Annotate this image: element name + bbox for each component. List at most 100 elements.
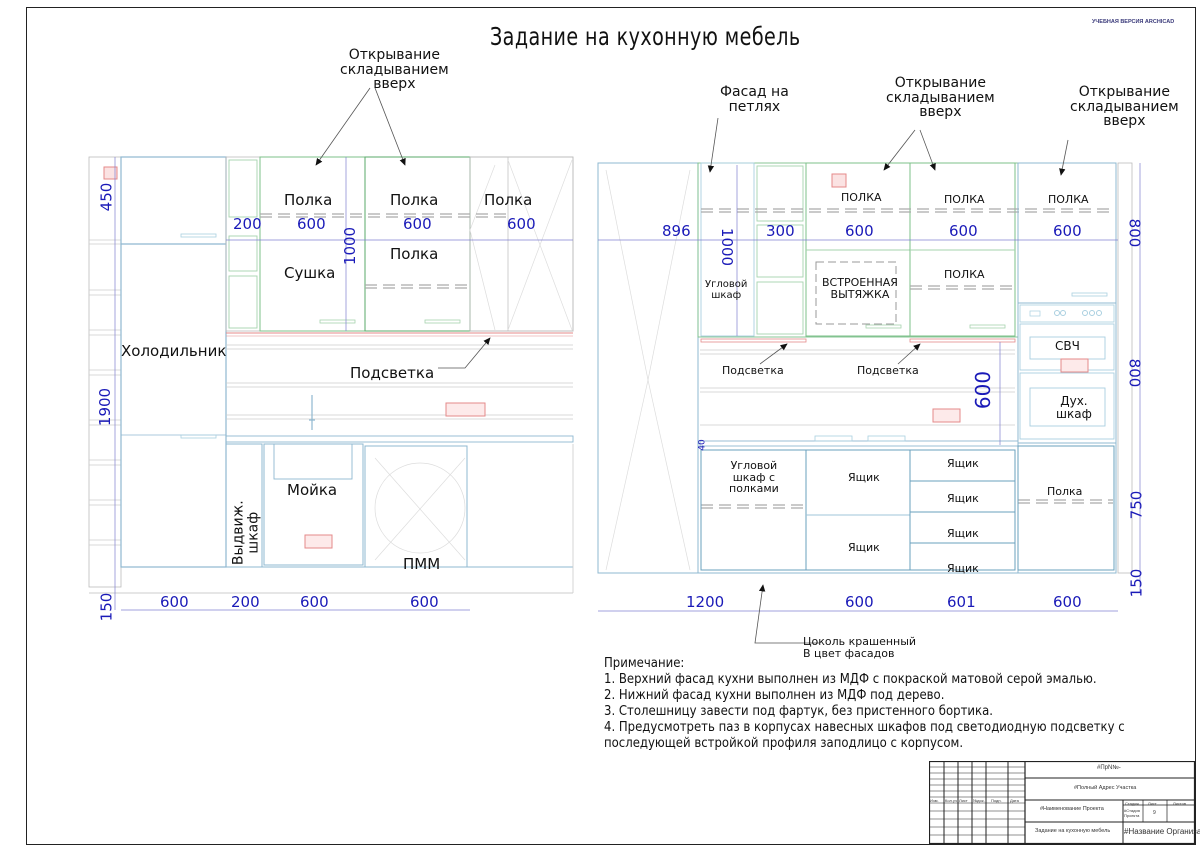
upper-shelf-label: ПОЛКА [944,193,985,206]
pullout-cabinet-label: Выдвиж. шкаф [230,493,261,573]
plinth-callout: Цоколь крашенный В цвет фасадов [803,636,916,659]
notes-block: Примечание: 1. Верхний фасад кухни выпол… [604,656,1150,752]
label-line: Дух. [1060,394,1088,408]
title-block: #ПрN№- #Полный Адрес Участка #Наименован… [929,761,1200,844]
triple-socket-icon [445,402,486,417]
sink-label: Мойка [287,481,338,499]
corner-lower-label: Угловой шкаф с полками [729,460,779,495]
dim-bottom-width: 600 [160,593,189,611]
right-elevation [597,117,1141,644]
dryer-label: Сушка [284,264,336,282]
dishwasher-label: ПММ [403,555,441,573]
drawer-label: Ящик [947,492,979,505]
sheet-label: Лист [1148,801,1157,806]
column-header: Лист [959,798,968,803]
double-socket-icon [1060,358,1089,373]
callout-line: складыванием [1070,98,1179,115]
site-address: #Полный Адрес Участка [1074,785,1137,791]
note-item: 4. Предусмотреть паз в корпусах навесных… [604,720,1125,735]
microwave-label: СВЧ [1055,339,1080,353]
dim-upper-width: 600 [507,215,536,233]
upper-shelf-label: Полка [484,191,533,209]
drawer-label: Ящик [947,457,979,470]
sheet-value: 9 [1153,810,1156,816]
callout-line: Фасад на [720,84,789,100]
dim-bottom-width: 600 [845,593,874,611]
lighting-label: Подсветка [722,364,784,377]
dim-bottom-width: 1200 [686,593,725,611]
oven [1019,372,1115,440]
label-line: ВСТРОЕННАЯ [822,276,898,289]
left-elevation [88,87,574,611]
left-opening-callout: Открывание складыванием вверх [340,48,449,92]
dim-upper-height: 1000 [718,227,737,267]
dim-upper-width: 600 [403,215,432,233]
dim-upper-width: 600 [845,222,874,240]
upper-shelf-label: ПОЛКА [944,268,985,281]
drawer-label: Ящик [848,541,880,554]
callout-line: складыванием [886,89,995,106]
middle-opening-callout: Открывание складыванием вверх [886,76,995,120]
lighting-label: Подсветка [350,364,435,382]
notes-heading: Примечание: [604,656,685,671]
dim-upper-width: 200 [233,215,262,233]
dim-countertop: 40 [697,439,708,451]
note-item: 2. Нижний фасад кухни выполнен из МДФ по… [604,688,945,703]
callout-line: В цвет фасадов [803,646,895,660]
column-header: №док. [973,798,985,803]
drawing-title: Задание на кухонную мебель [490,22,801,51]
built-in-hood-label: ВСТРОЕННАЯ ВЫТЯЖКА [822,277,898,300]
upper-shelf-label: ПОЛКА [1048,193,1089,206]
dim-bottom-width: 600 [300,593,329,611]
label-line: Угловой [730,459,778,472]
dim-upper-width: 600 [949,222,978,240]
socket-icon [831,173,847,188]
label-line: Выдвиж. [230,500,247,566]
left-wall-strip [88,156,122,588]
dim-upper-width: 600 [1053,222,1082,240]
project-number: #ПрN№- [1097,765,1121,771]
dim-bottom-width: 200 [231,593,260,611]
upper-shelf-label: Полка [390,245,439,263]
callout-line: вверх [1103,113,1146,130]
upper-shelf-label: Полка [284,191,333,209]
column-header: Изм. [930,798,939,803]
dim-right-height: 150 [1127,568,1146,598]
dim-apron-height: 600 [971,370,996,410]
label-line: шкаф с [732,470,776,484]
column-header: Подп. [991,798,1002,803]
double-socket-icon [932,408,961,423]
built-in-hood [815,261,897,325]
callout-line: Открывание [348,47,440,63]
corner-upper-label: Угловой шкаф [705,279,747,301]
column-header: Кол.уч [945,798,957,803]
label-line: полками [729,482,779,496]
right-opening-callout: Открывание складыванием вверх [1070,85,1179,129]
dim-upper-width: 600 [297,215,326,233]
stage-value: #Стадия Проекта [1124,808,1140,818]
dim-left-width: 896 [662,222,691,240]
double-socket-icon [304,534,333,549]
upper-shelf-label: Полка [390,191,439,209]
lower-shelf-label: Полка [1047,485,1083,498]
stage-label: Стадия [1125,801,1139,806]
sheets-label: Листов [1173,801,1186,806]
dim-right-height: 750 [1127,490,1146,520]
note-item: 3. Столешницу завести под фартук, без пр… [604,704,993,719]
callout-line: Цоколь крашенный [803,635,917,648]
oven-label: Дух. шкаф [1056,395,1092,420]
fridge-label: Холодильник [121,342,227,360]
hinged-facade-callout: Фасад на петлях [720,85,789,114]
socket-icon [103,166,118,180]
sheet-title: Задание на кухонную мебель [1035,828,1111,834]
label-line: шкаф [1056,406,1092,421]
drawer-label: Ящик [947,562,979,575]
watermark: УЧЕБНАЯ ВЕРСИЯ ARCHICAD [1092,19,1175,25]
label-line: ВЫТЯЖКА [830,287,890,301]
organization-name: #Название Организации [1124,827,1200,836]
project-name: #Наименование Проекта [1040,806,1104,812]
dim-bottom-width: 601 [947,593,976,611]
drawer-label: Ящик [947,527,979,540]
callout-line: вверх [373,76,416,93]
